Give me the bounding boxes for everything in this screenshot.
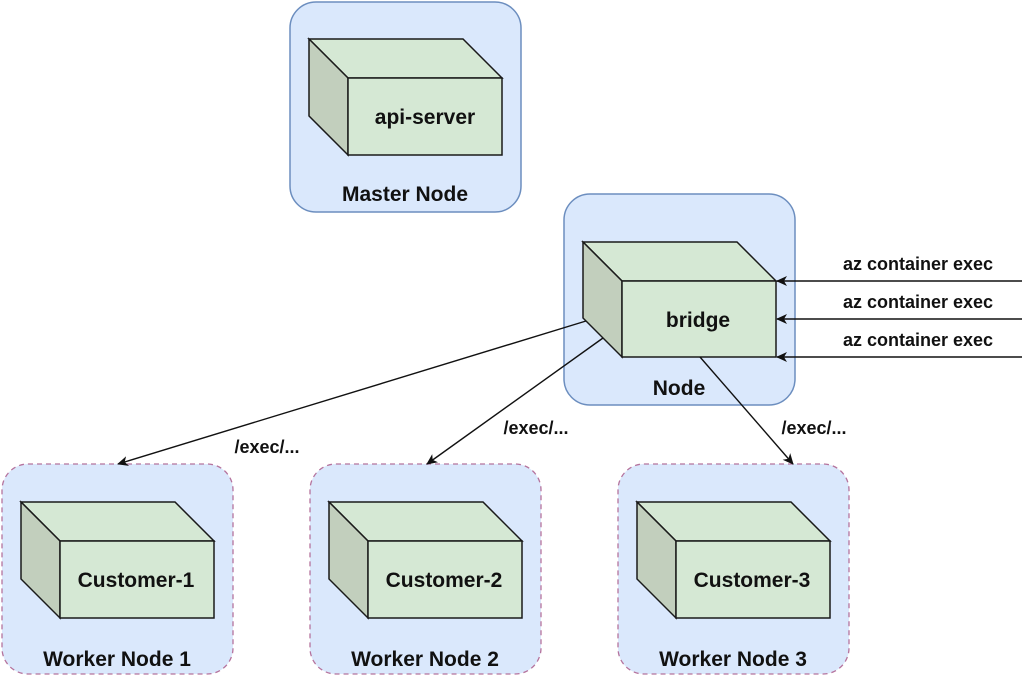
node-label: Node (653, 377, 706, 400)
worker-node-2-label: Worker Node 2 (351, 648, 499, 671)
incoming-label-3: az container exec (843, 330, 993, 350)
customer-1-cube-icon (19, 500, 216, 620)
worker-node-3-label: Worker Node 3 (659, 648, 807, 671)
customer-3-label: Customer-3 (694, 569, 811, 592)
customer-3-cube-icon (635, 500, 832, 620)
edge-bridge-to-worker-2 (426, 337, 604, 465)
incoming-label-1: az container exec (843, 254, 993, 274)
api-server-cube-icon (307, 37, 504, 157)
edge-label-worker-1: /exec/... (234, 437, 299, 457)
incoming-label-2: az container exec (843, 292, 993, 312)
bridge-cube-icon (581, 240, 778, 359)
edge-bridge-to-worker-3 (699, 356, 794, 465)
edge-bridge-to-worker-1 (117, 320, 587, 466)
bridge-label: bridge (666, 309, 730, 332)
edge-label-worker-3: /exec/... (781, 418, 846, 438)
edge-label-worker-2: /exec/... (503, 418, 568, 438)
customer-1-label: Customer-1 (78, 569, 195, 592)
master-node-label: Master Node (342, 183, 468, 206)
customer-2-cube-icon (327, 500, 524, 620)
customer-2-label: Customer-2 (386, 569, 503, 592)
api-server-label: api-server (375, 106, 475, 129)
worker-node-1-label: Worker Node 1 (43, 648, 191, 671)
